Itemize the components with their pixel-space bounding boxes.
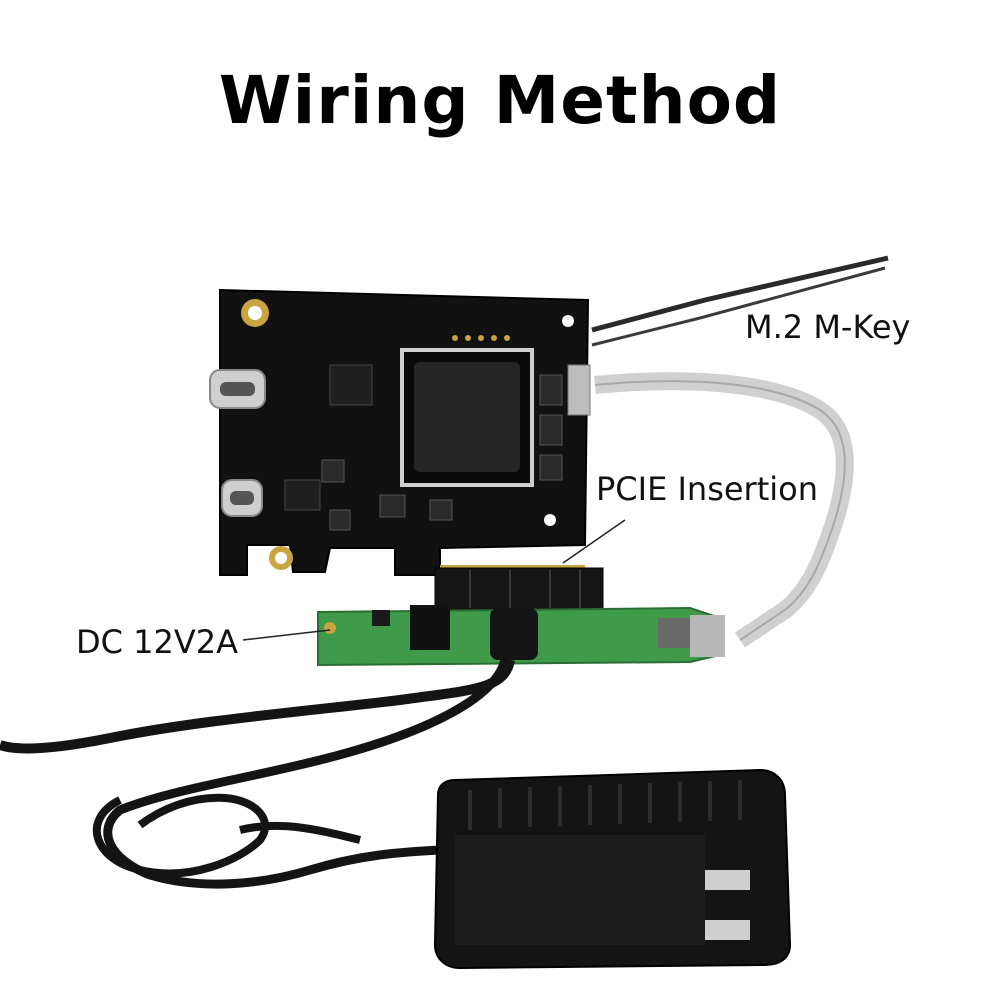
pcie-leader-line xyxy=(562,519,626,564)
m2-ribbon-cable xyxy=(591,255,889,648)
pcie-slot-connector xyxy=(434,567,604,611)
dc-power-label: DC 12V2A xyxy=(76,623,239,661)
power-adapter xyxy=(433,768,792,970)
dc-leader-line xyxy=(242,629,331,641)
fpga-pcb-board xyxy=(209,288,591,585)
m2-mkey-label: M.2 M-Key xyxy=(745,308,911,346)
pcie-insertion-label: PCIE Insertion xyxy=(596,470,818,508)
page-title: Wiring Method xyxy=(218,62,782,139)
dc-power-cable xyxy=(0,608,538,889)
